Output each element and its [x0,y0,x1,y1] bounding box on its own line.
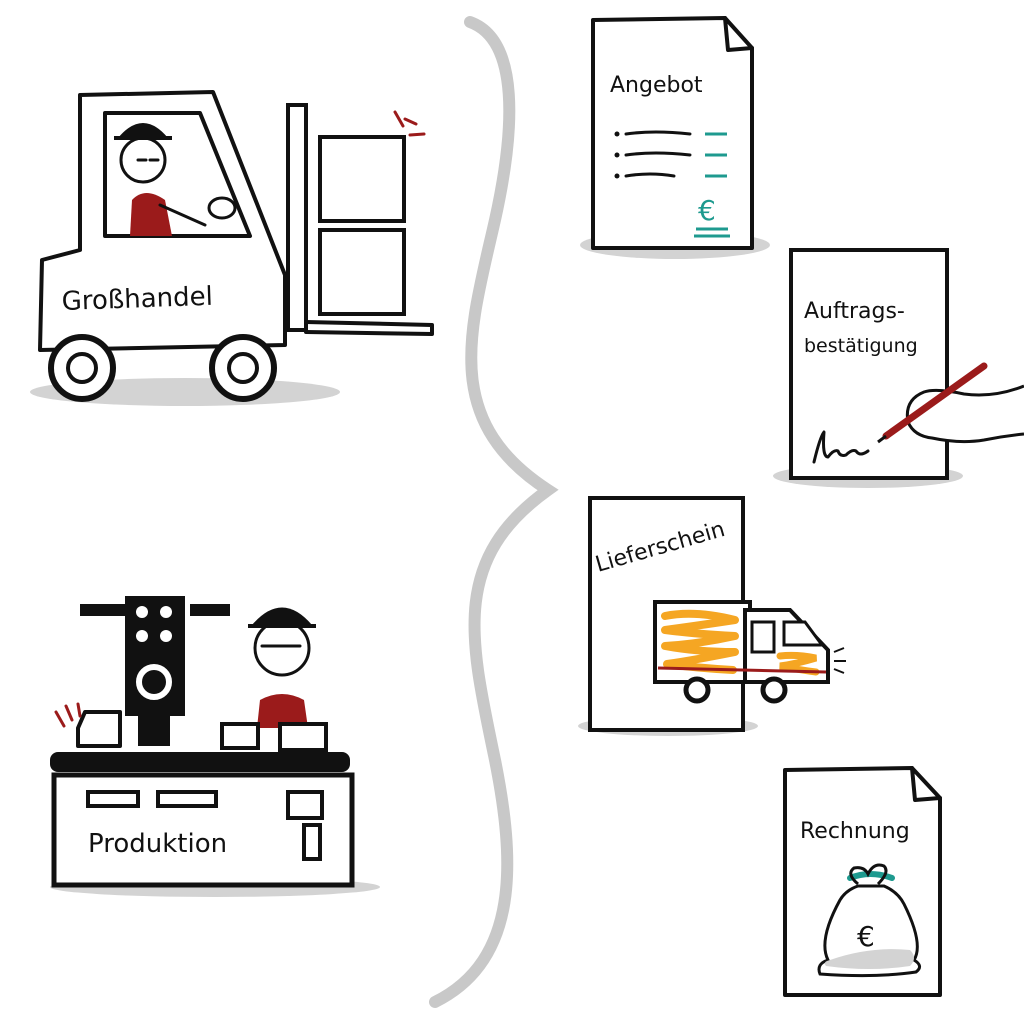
money-bag-icon: € [817,863,921,978]
signature [812,430,870,464]
angebot-title: Angebot [610,73,703,98]
curly-brace [429,16,559,1008]
document-auftragsbestaetigung: Auftrags- bestätigung [773,248,1024,488]
forklift-label: Großhandel [61,282,213,317]
auftrags-title-line1: Auftrags- [804,299,905,324]
production-label: Produktion [88,829,227,859]
crate-bottom [318,228,406,316]
document-lieferschein: Lieferschein [578,496,846,736]
euro-symbol: € [698,194,716,227]
crate-top [318,135,406,223]
delivery-truck [653,600,846,704]
auftrags-title-line2: bestätigung [804,335,918,357]
production-illustration: Produktion [50,596,380,897]
rechnung-euro: € [857,920,875,953]
rechnung-title: Rechnung [800,819,910,844]
document-rechnung: Rechnung € [783,766,942,997]
document-angebot: Angebot € [580,16,770,259]
forklift-illustration: Großhandel [30,90,434,406]
angebot-line-items [614,130,727,179]
hand-with-pen [905,384,1024,444]
